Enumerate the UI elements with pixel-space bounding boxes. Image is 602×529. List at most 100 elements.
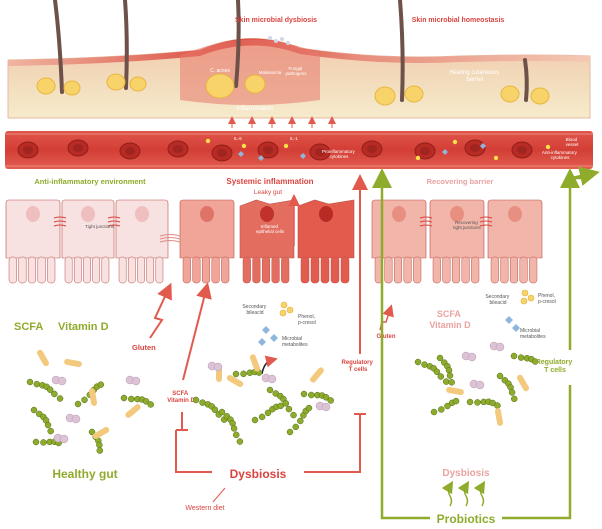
coccus-icon <box>131 376 141 386</box>
phenol-middle: Phenol, p-cresol <box>298 314 316 326</box>
red-blood-cell-center <box>217 149 227 157</box>
fungal-pathogens-label: Fungal pathogens <box>285 66 307 76</box>
skin-homeostasis-title: Skin microbial homeostasis <box>412 17 505 24</box>
bacterium-icon <box>508 389 516 396</box>
systemic-inflammation-title: Systemic inflammation <box>226 177 313 186</box>
tight-junction-icon <box>53 224 67 227</box>
epithelial-cell-icon <box>371 199 427 259</box>
bacterium-icon <box>44 421 52 429</box>
bacterium-icon <box>97 381 105 388</box>
epithelial-cell-icon <box>429 199 485 259</box>
cell-nucleus-icon <box>508 206 522 222</box>
bacterium-icon <box>300 390 308 398</box>
cell-nucleus-icon <box>450 206 464 222</box>
bacterium-icon <box>142 398 150 405</box>
microvillus-icon <box>27 256 37 284</box>
tight-junction-icon <box>419 224 433 227</box>
recovering-microbiota <box>414 341 539 426</box>
epithelial-cells <box>5 199 543 284</box>
bacterium-icon <box>285 405 293 413</box>
microvillus-icon <box>101 256 110 284</box>
bacterium-icon <box>26 378 34 386</box>
red-blood-cell-center <box>315 148 325 156</box>
tight-junction-icon <box>107 224 121 227</box>
microvillus-icon <box>92 256 101 284</box>
dysbiosis-middle-label: Dysbiosis <box>230 467 287 481</box>
tight-junction-icon <box>479 216 493 219</box>
bacterium-icon <box>240 370 247 378</box>
curved-arrow-icon <box>261 355 278 375</box>
western-diet-line <box>212 487 226 503</box>
coccus-icon <box>475 380 485 390</box>
bacterium-icon <box>96 441 103 449</box>
microvillus-icon <box>461 256 470 284</box>
epithelial-cell-icon <box>179 199 235 259</box>
recovering-barrier-title: Recovering barrier <box>427 177 494 186</box>
coccus-icon <box>321 402 331 412</box>
microvillus-icon <box>320 256 330 284</box>
bacterium-icon <box>437 373 445 380</box>
rod-bacterium-icon <box>310 367 324 383</box>
bacterium-icon <box>292 423 299 431</box>
phenol-icon <box>279 301 294 317</box>
tight-junction-icon <box>159 237 181 240</box>
microvillus-icon <box>529 256 538 284</box>
il1-label: IL-1 <box>290 136 298 141</box>
secondary-bileacid-middle: Secondary bileacid <box>242 304 267 316</box>
bacterium-icon <box>46 386 54 393</box>
tight-junction-icon <box>53 220 67 223</box>
bacterium-icon <box>230 425 238 432</box>
bacterium-icon <box>438 406 445 413</box>
dysbiosis-right-label: Dysbiosis <box>442 468 490 479</box>
microvillus-icon <box>211 256 220 284</box>
hair-icon <box>123 0 129 90</box>
antiinflammatory-label: Anti-inflammatory cytokines <box>542 150 578 160</box>
cytokine-blue-icon <box>238 151 244 157</box>
microvillus-icon <box>432 256 441 284</box>
rod-bacterium-icon <box>88 388 98 406</box>
tight-junction-icon <box>107 216 121 219</box>
cell-nucleus-icon <box>135 206 149 222</box>
microvillus-icon <box>118 256 127 284</box>
microvillus-icon <box>155 256 164 284</box>
probiotics-wavy-arrows <box>441 480 486 507</box>
bacterium-icon <box>327 397 334 404</box>
bacterium-icon <box>531 358 539 365</box>
microvillus-icon <box>271 256 280 284</box>
tight-junction-icon <box>107 220 121 223</box>
cytokine-yellow-icon <box>205 138 211 144</box>
bacterium-icon <box>33 380 41 388</box>
epithelial-cell-icon <box>61 199 115 259</box>
scfa-label: SCFA <box>14 321 43 333</box>
regulatory-t-middle: Regulatory T cells <box>341 360 374 373</box>
epithelial-cell-icon <box>487 199 543 259</box>
bacterium-icon <box>496 372 504 380</box>
bacterium-icon <box>120 394 128 402</box>
tight-junction-icon <box>479 220 493 223</box>
healthy-gut-label: Healthy gut <box>52 467 117 481</box>
bacterium-icon <box>446 372 454 379</box>
hair-icon <box>523 58 529 102</box>
epithelial-cell-icon <box>297 199 355 259</box>
red-blood-cell-center <box>73 144 83 152</box>
bacterium-icon <box>266 386 274 394</box>
cytokine-yellow-icon <box>241 143 247 149</box>
microvillus-icon <box>500 256 509 284</box>
rod-bacterium-icon <box>64 358 82 368</box>
cytokine-yellow-icon <box>493 155 499 161</box>
inflammation-arrows <box>228 116 336 128</box>
tight-junction-icon <box>159 240 181 243</box>
il6-label: IL-6 <box>234 136 242 141</box>
microvillus-icon <box>137 256 145 284</box>
c-acnes-label: C. acnes <box>210 68 230 74</box>
metabolite-diamond-icon <box>258 326 278 346</box>
bacterium-icon <box>474 399 481 406</box>
tight-junction-icon <box>159 234 181 237</box>
hair-icon <box>53 0 64 94</box>
cytokine-yellow-icon <box>545 144 551 150</box>
bacterium-icon <box>305 404 313 412</box>
bacterium-icon <box>414 358 422 366</box>
hair-icon <box>398 0 405 102</box>
coccus-icon <box>57 376 67 386</box>
